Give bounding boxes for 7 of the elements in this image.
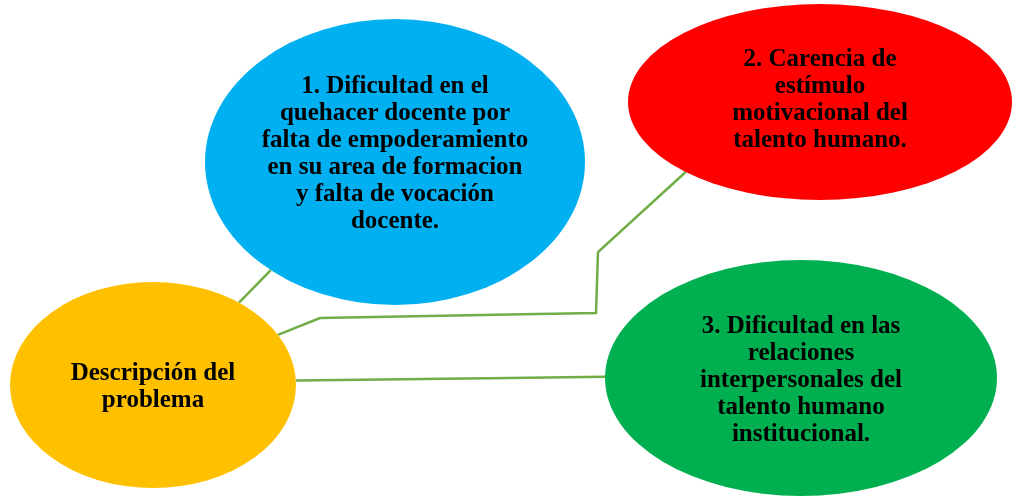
node-text: Descripción del problema	[69, 358, 237, 412]
connector-line	[277, 171, 687, 337]
node-text: 1. Dificultad en el quehacer docente por falta de empoderamiento en su area de formacion y falta de vocación docente.	[260, 71, 530, 233]
connector-line	[238, 269, 272, 304]
connector-line	[295, 375, 606, 382]
node-text: 2. Carencia de estímulo motivacional del talento humano.	[731, 44, 909, 152]
node-text: 3. Dificultad en las relaciones interpersonales del talento humano institucional.	[698, 310, 904, 446]
